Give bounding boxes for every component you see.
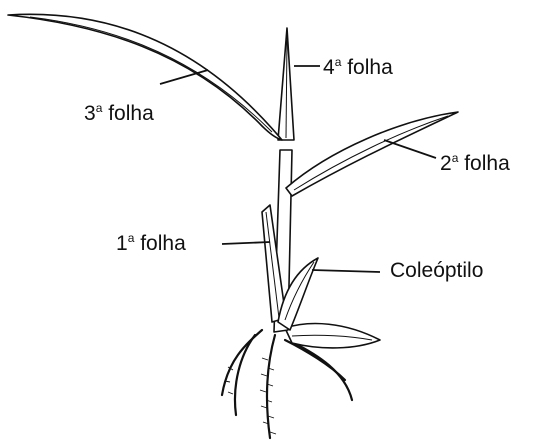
- leader-leaf-1: [222, 242, 270, 244]
- leader-coleoptile: [312, 270, 380, 272]
- label-leaf-4: 4a folha: [323, 56, 393, 78]
- label-coleoptile: Coleóptilo: [390, 260, 483, 281]
- label-leaf-2: 2a folha: [440, 152, 510, 174]
- leaf-2: [286, 112, 458, 196]
- label-leaf-1: 1a folha: [116, 232, 186, 254]
- leader-leaf-2: [384, 140, 436, 158]
- label-leaf-3: 3a folha: [84, 102, 154, 124]
